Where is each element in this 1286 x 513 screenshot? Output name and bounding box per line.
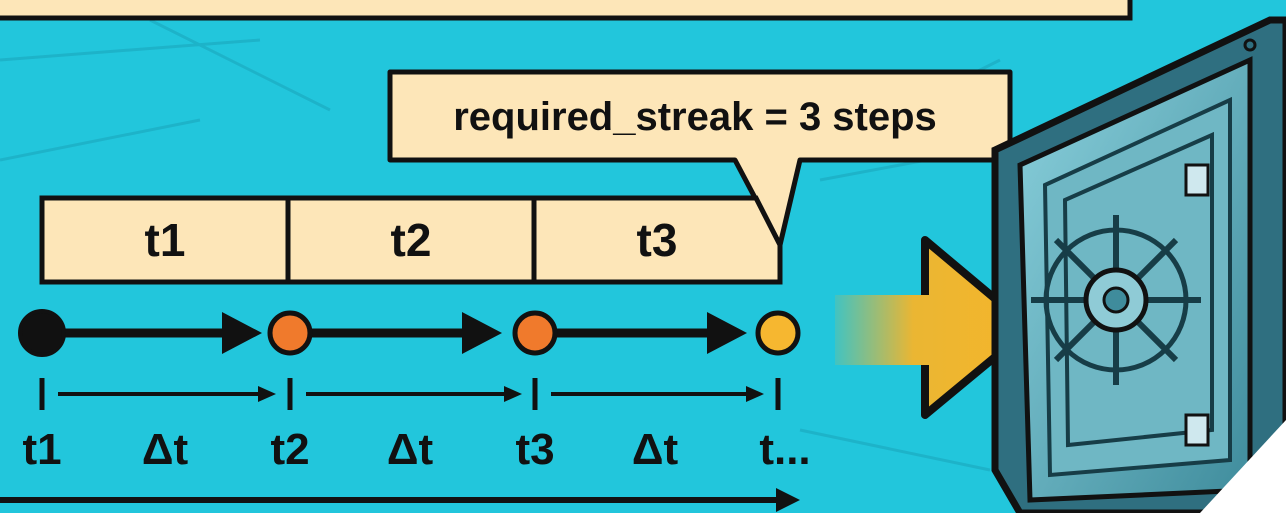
node-3 (512, 310, 558, 356)
segment-box-2 (285, 195, 537, 285)
tick-label-delta-1: Δt (141, 425, 189, 474)
bottom-arrow (0, 488, 800, 512)
tick-label-delta-2: Δt (386, 425, 434, 474)
vault-door-icon (991, 16, 1286, 513)
tick-label-t-ellipsis: t... (759, 425, 811, 474)
node-4 (755, 310, 801, 356)
tick-label-t3: t3 (515, 425, 555, 474)
big-arrow-icon (835, 240, 1030, 415)
tick-label-t2: t2 (270, 425, 310, 474)
node-2 (267, 310, 313, 356)
delta-scale (39, 378, 781, 410)
callout-text: required_streak = 3 steps (453, 94, 937, 139)
tick-label-delta-3: Δt (631, 425, 679, 474)
segment-box-3 (531, 195, 783, 285)
top-box (0, 0, 1133, 21)
segment-label-3: t3 (636, 214, 678, 266)
segment-label-1: t1 (144, 214, 186, 266)
callout-box (387, 69, 1013, 248)
timeline (42, 312, 747, 354)
tick-label-t1: t1 (22, 425, 62, 474)
node-start (18, 309, 66, 357)
segment-label-2: t2 (390, 214, 432, 266)
